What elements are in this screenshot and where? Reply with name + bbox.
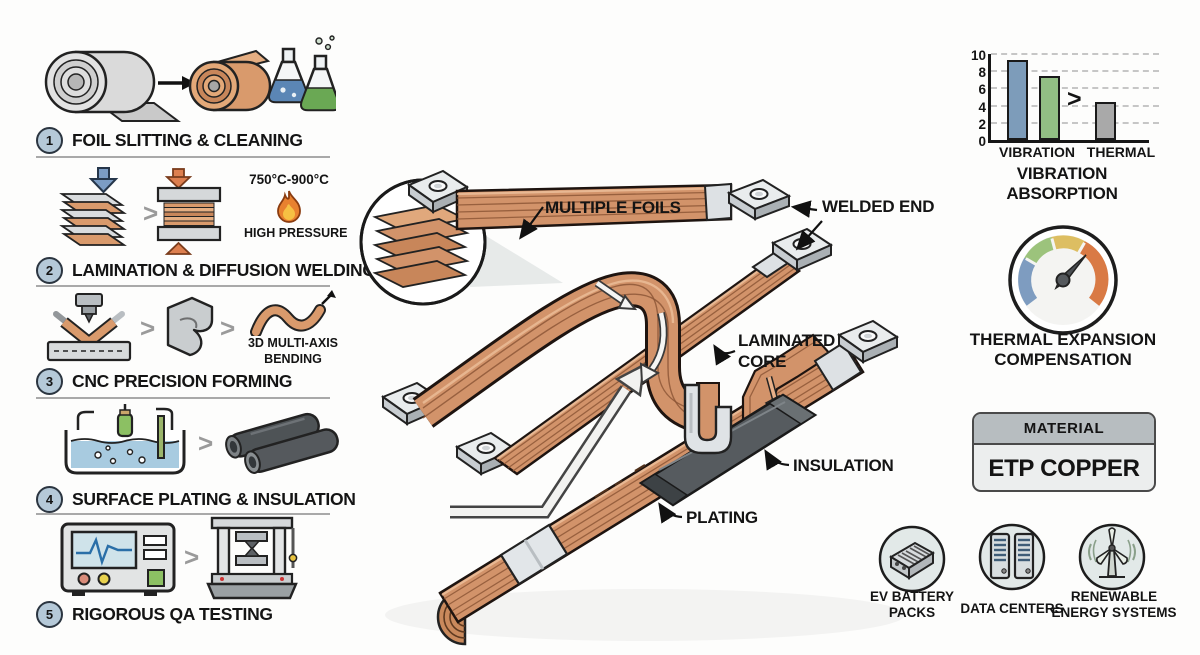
material-header: MATERIAL bbox=[974, 414, 1154, 445]
gridline bbox=[991, 53, 1159, 55]
terminal-right bbox=[836, 319, 900, 364]
leader-lines bbox=[519, 200, 823, 524]
step-5: 5 RIGOROUS QA TESTING bbox=[36, 601, 273, 628]
label-multiple-foils: MULTIPLE FOILS bbox=[545, 198, 681, 217]
material-card: MATERIAL ETP COPPER bbox=[972, 412, 1156, 492]
flask-green-icon bbox=[300, 35, 336, 112]
welding-conditions: 750°C-900°C HIGH PRESSURE bbox=[244, 172, 348, 240]
y-tick: 10 bbox=[970, 48, 986, 63]
label-welded-end: WELDED END bbox=[822, 197, 935, 216]
flame-icon bbox=[277, 190, 301, 223]
oscilloscope-icon bbox=[60, 522, 176, 596]
laminated-busbar-illustration bbox=[359, 169, 905, 646]
svg-text:>: > bbox=[140, 313, 155, 343]
gridline bbox=[991, 87, 1159, 90]
material-value: ETP COPPER bbox=[988, 454, 1140, 482]
label-insulation: INSULATION bbox=[793, 456, 894, 475]
lamination-icon: > bbox=[59, 167, 222, 255]
step-1: 1 FOIL SLITTING & CLEANING bbox=[36, 127, 303, 154]
clamp-sleeve bbox=[683, 382, 733, 455]
cnc-forming-icon: > > bbox=[46, 293, 235, 362]
weld-band bbox=[813, 341, 863, 392]
y-tick: 2 bbox=[978, 116, 986, 132]
terminal-welded-upper bbox=[726, 178, 792, 221]
x-label-vibration: VIBRATION bbox=[999, 144, 1075, 160]
svg-text:>: > bbox=[143, 198, 158, 228]
insulation-sleeve bbox=[638, 393, 818, 507]
gridline bbox=[991, 104, 1159, 107]
bar-vibration-1 bbox=[1007, 60, 1028, 140]
step-3: 3 CNC PRECISION FORMING bbox=[36, 368, 293, 395]
test-machine-icon bbox=[206, 516, 298, 600]
greater-than-symbol: > bbox=[1067, 85, 1082, 113]
svg-text:>: > bbox=[184, 542, 199, 572]
step-4-number-badge: 4 bbox=[36, 486, 63, 513]
step-4: 4 SURFACE PLATING & INSULATION bbox=[36, 486, 356, 513]
bar-vibration-2 bbox=[1039, 76, 1060, 140]
insulated-tubes-icon bbox=[225, 412, 339, 474]
app-label-renewable: RENEWABLE ENERGY SYSTEMS bbox=[1051, 589, 1177, 620]
step-3-label: CNC PRECISION FORMING bbox=[72, 371, 293, 391]
busbar-strap-top bbox=[455, 182, 733, 231]
y-tick: 0 bbox=[978, 134, 986, 149]
step-1-number-badge: 1 bbox=[36, 127, 63, 154]
plating-bath-icon: > bbox=[64, 404, 339, 475]
y-tick: 4 bbox=[978, 99, 986, 115]
divider bbox=[36, 285, 330, 287]
x-label-thermal: THERMAL bbox=[1086, 144, 1156, 160]
svg-text:>: > bbox=[198, 428, 213, 458]
step-3-number-badge: 3 bbox=[36, 368, 63, 395]
wind-turbine-icon bbox=[1078, 523, 1146, 591]
strap-direction-arrow bbox=[594, 279, 638, 311]
divider bbox=[36, 397, 330, 399]
step-5-number-badge: 5 bbox=[36, 601, 63, 628]
pressure-note: HIGH PRESSURE bbox=[244, 226, 348, 240]
qa-testing-icon: > bbox=[60, 516, 298, 600]
step-1-label: FOIL SLITTING & CLEANING bbox=[72, 130, 303, 150]
svg-text:>: > bbox=[220, 313, 235, 343]
step-2-label: LAMINATION & DIFFUSION WELDING bbox=[72, 260, 376, 280]
temperature-range: 750°C-900°C bbox=[249, 172, 329, 187]
ev-battery-icon bbox=[878, 525, 946, 593]
label-plating: PLATING bbox=[686, 508, 758, 527]
divider bbox=[36, 156, 330, 158]
gauge-label: THERMAL EXPANSION COMPENSATION bbox=[969, 330, 1157, 370]
flask-blue-icon bbox=[268, 47, 310, 104]
step-5-label: RIGOROUS QA TESTING bbox=[72, 604, 273, 624]
step-4-label: SURFACE PLATING & INSULATION bbox=[72, 489, 356, 509]
bar-thermal bbox=[1095, 102, 1116, 140]
data-center-icon bbox=[978, 523, 1046, 591]
bent-busbar-icon bbox=[250, 290, 336, 336]
foil-slitting-icon bbox=[44, 35, 336, 122]
app-label-ev: EV BATTERY PACKS bbox=[869, 589, 954, 620]
chart-title: VIBRATION ABSORPTION bbox=[1006, 164, 1118, 203]
thermal-expansion-gauge bbox=[1008, 225, 1118, 335]
gridline bbox=[991, 70, 1159, 73]
step-2-number-badge: 2 bbox=[36, 257, 63, 284]
app-label-datacenters: DATA CENTERS bbox=[960, 601, 1064, 616]
y-tick: 6 bbox=[978, 82, 986, 98]
bending-note: 3D MULTI-AXIS BENDING bbox=[247, 336, 339, 366]
divider bbox=[36, 513, 330, 515]
bend-arrow-curved bbox=[639, 312, 668, 385]
y-tick: 8 bbox=[978, 65, 986, 81]
gridline bbox=[991, 121, 1159, 124]
label-laminated-core: LAMINATED CORE bbox=[738, 331, 836, 372]
step-2: 2 LAMINATION & DIFFUSION WELDING bbox=[36, 257, 376, 284]
